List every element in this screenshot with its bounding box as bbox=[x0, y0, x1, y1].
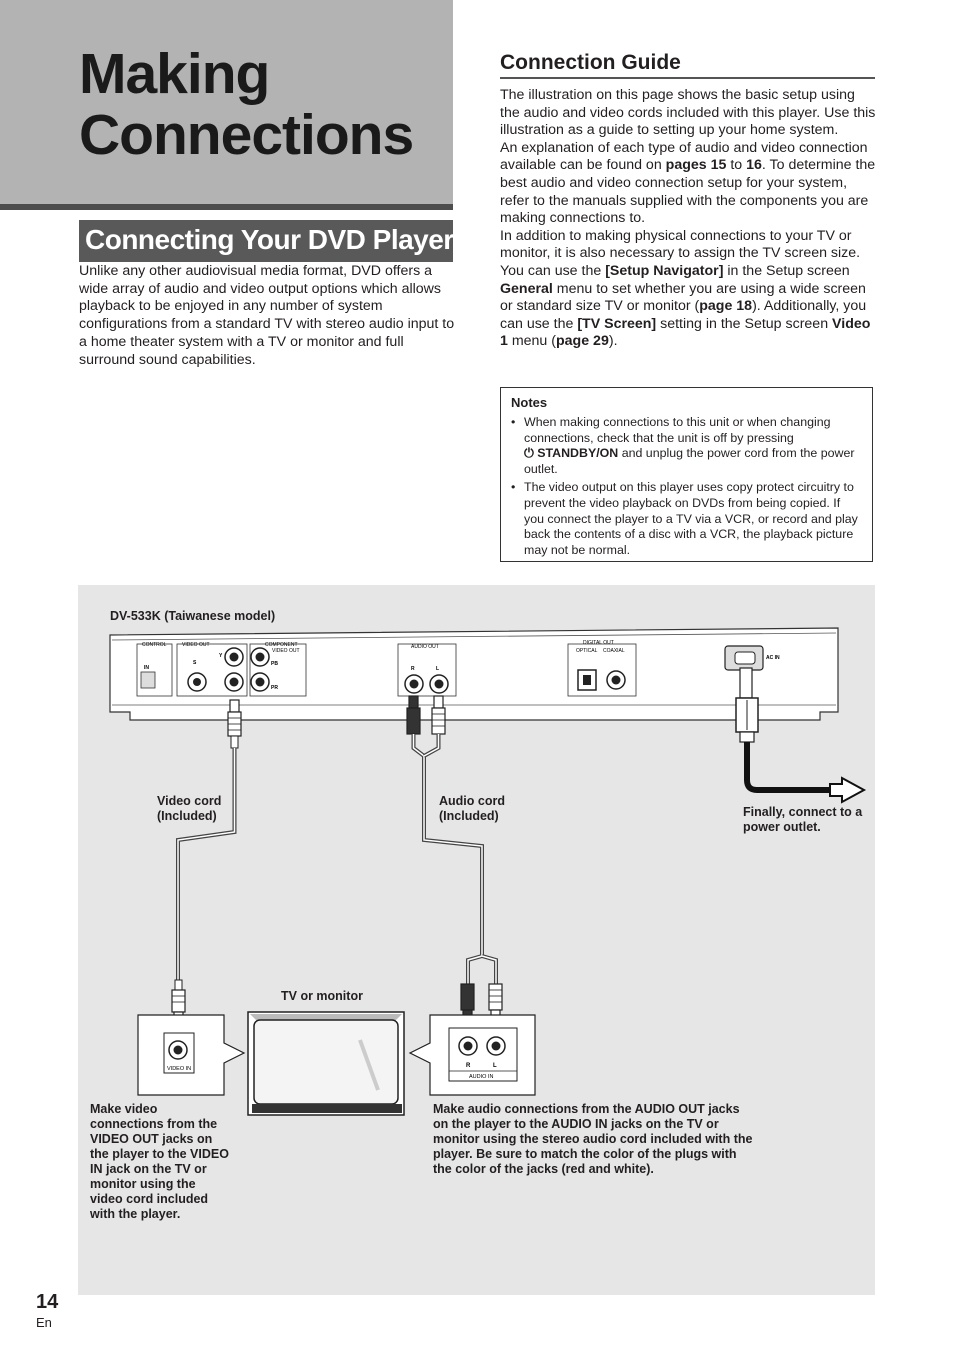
link-page-16: 16 bbox=[746, 157, 762, 174]
connection-guide-heading: Connection Guide bbox=[500, 50, 875, 79]
language-code: En bbox=[36, 1315, 52, 1330]
audio-cord-label: Audio cord(Included) bbox=[439, 794, 505, 823]
page-title-line-2: Connections bbox=[79, 103, 414, 167]
label-pb: PB bbox=[271, 661, 278, 667]
notes-box: Notes •When making connections to this u… bbox=[500, 387, 873, 562]
guide-paragraph-3: In addition to making physical connectio… bbox=[500, 227, 871, 350]
label-audio-in: AUDIO IN bbox=[469, 1074, 493, 1080]
standby-key: ⏻ STANDBY/ON bbox=[524, 446, 619, 461]
tv-audio-in-panel: R L AUDIO IN bbox=[408, 1014, 536, 1096]
guide-paragraph-2: An explanation of each type of audio and… bbox=[500, 139, 876, 227]
audio-caption: Make audio connections from the AUDIO OU… bbox=[433, 1102, 753, 1176]
label-in: IN bbox=[144, 665, 149, 671]
link-page-18: page 18 bbox=[699, 298, 753, 315]
label-audio-out: AUDIO OUT bbox=[411, 644, 439, 650]
label-digital-out: DIGITAL OUT bbox=[583, 640, 614, 646]
section-title: Connecting Your DVD Player bbox=[85, 224, 454, 255]
tv-screen bbox=[253, 1019, 399, 1105]
label-component: COMPONENT bbox=[265, 642, 298, 648]
dvd-player-rear-panel: CONTROL IN VIDEO OUT S COMPONENT VIDEO O… bbox=[109, 627, 839, 721]
page-number: 14 bbox=[36, 1291, 59, 1313]
header-background bbox=[0, 0, 453, 204]
page-title: Making Connections bbox=[79, 42, 414, 167]
section-title-bar bbox=[79, 220, 453, 262]
note-item: •When making connections to this unit or… bbox=[511, 414, 855, 477]
label-coaxial: COAXIAL bbox=[603, 648, 625, 654]
video-cord bbox=[171, 699, 242, 1025]
label-video-out: VIDEO OUT bbox=[182, 642, 210, 648]
label-component-video-out: VIDEO OUT bbox=[272, 648, 300, 654]
notes-title: Notes bbox=[511, 395, 548, 410]
label-audio-r: R bbox=[411, 666, 415, 672]
label-pr: PR bbox=[271, 685, 278, 691]
label-optical: OPTICAL bbox=[576, 648, 598, 654]
video-cord-label: Video cord(Included) bbox=[157, 794, 222, 823]
model-label: DV-533K (Taiwanese model) bbox=[110, 609, 276, 623]
link-pages-15: pages 15 bbox=[665, 157, 727, 174]
intro-paragraph: Unlike any other audiovisual media forma… bbox=[79, 263, 455, 368]
label-control: CONTROL bbox=[142, 642, 167, 648]
video-caption: Make video connections from the VIDEO OU… bbox=[90, 1102, 229, 1221]
tv-video-in-panel: VIDEO IN bbox=[137, 1014, 246, 1096]
link-page-29: page 29 bbox=[556, 333, 609, 350]
note-item: •The video output on this player uses co… bbox=[511, 479, 858, 558]
label-y: Y bbox=[219, 653, 223, 659]
label-audio-l: L bbox=[436, 666, 439, 672]
power-cord bbox=[735, 667, 867, 804]
page-title-line-1: Making bbox=[79, 42, 270, 106]
label-video-in: VIDEO IN bbox=[167, 1066, 191, 1072]
audio-cord bbox=[406, 695, 503, 1023]
label-s: S bbox=[193, 660, 197, 666]
label-audio-in-l: L bbox=[493, 1063, 497, 1069]
label-audio-in-r: R bbox=[466, 1063, 471, 1069]
label-ac-in: AC IN bbox=[766, 655, 780, 661]
tv-label: TV or monitor bbox=[281, 989, 363, 1003]
control-in-jack bbox=[140, 671, 156, 689]
tv-monitor bbox=[247, 1011, 405, 1116]
guide-paragraph-1: The illustration on this page shows the … bbox=[500, 87, 876, 139]
connection-guide-body: The illustration on this page shows the … bbox=[500, 87, 878, 351]
header-rule bbox=[0, 204, 453, 210]
